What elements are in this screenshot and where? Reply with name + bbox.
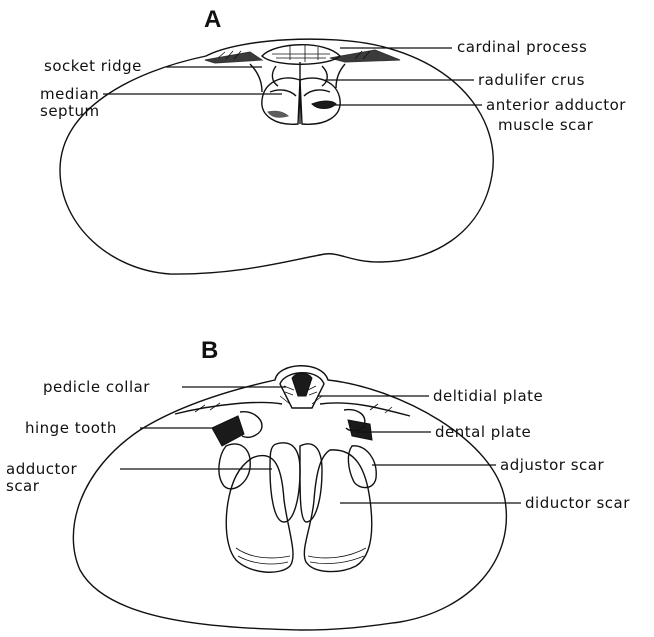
label-median-septum-2: septum (40, 102, 100, 120)
hinge-teeth (212, 410, 372, 446)
anterior-adductor-scars (262, 78, 340, 124)
label-socket-ridge: socket ridge (44, 57, 142, 75)
label-adjustor-scar: adjustor scar (500, 456, 604, 474)
label-median-septum-1: median (40, 85, 99, 103)
hinge-area-a (205, 50, 400, 63)
socket-ridge-shape (250, 64, 262, 92)
label-hinge-tooth: hinge tooth (25, 419, 117, 437)
label-deltidial-plate: deltidial plate (433, 387, 543, 405)
adductor-scars (270, 443, 322, 522)
panel-a: A (40, 6, 626, 274)
panel-b: B (6, 337, 630, 630)
leaders-panel-a (103, 48, 482, 105)
cardinal-process-shape (262, 45, 340, 65)
label-anterior-adductor-2: muscle scar (498, 116, 594, 134)
label-dental-plate: dental plate (435, 423, 531, 441)
panel-a-letter: A (204, 6, 221, 33)
label-anterior-adductor-1: anterior adductor (486, 96, 626, 114)
label-cardinal-process: cardinal process (457, 38, 587, 56)
label-diductor-scar: diductor scar (525, 494, 630, 512)
label-adductor-scar-1: adductor (6, 460, 78, 478)
label-adductor-scar-2: scar (6, 477, 40, 495)
pedicle-valve-outline (73, 366, 506, 630)
label-radulifer-crus: radulifer crus (478, 71, 585, 89)
beak-b (280, 373, 324, 408)
label-pedicle-collar: pedicle collar (43, 378, 150, 396)
panel-b-letter: B (201, 337, 218, 364)
